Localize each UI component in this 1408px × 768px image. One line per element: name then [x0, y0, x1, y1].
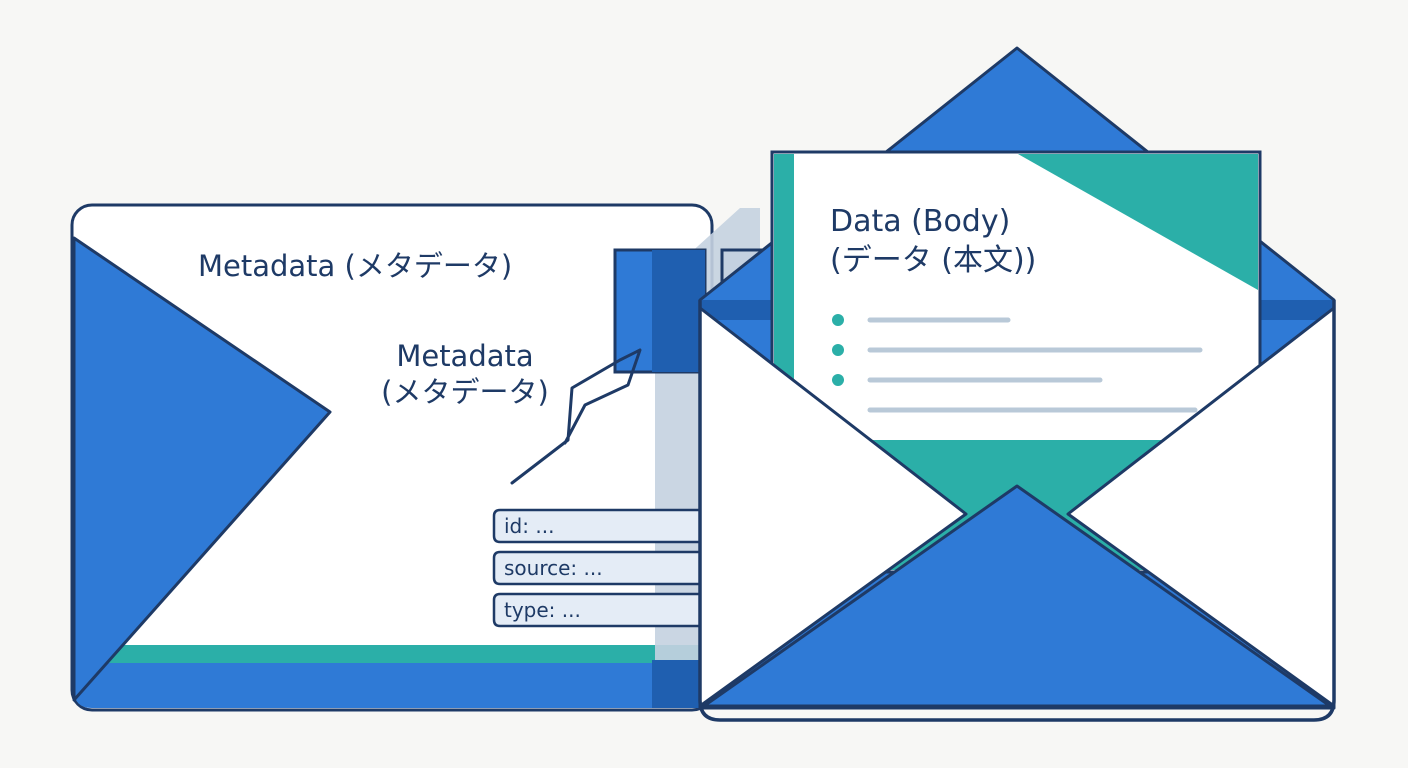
- data-envelope: [698, 46, 1336, 722]
- metadata-envelope-teal-stripe: [74, 645, 710, 663]
- field-source-text: source: ...: [504, 556, 603, 580]
- bullet-dot: [832, 344, 844, 356]
- letter-corner-accent: [1018, 154, 1258, 290]
- callout-pointer: [510, 348, 642, 485]
- metadata-tag-block-shade: [652, 250, 705, 372]
- data-body-title: Data (Body) (データ (本文)): [830, 202, 1036, 280]
- data-body-title-line2: (データ (本文)): [830, 243, 1037, 278]
- data-envelope-bottom-flap: [702, 484, 1332, 708]
- metadata-callout-line2: (メタデータ): [381, 375, 549, 410]
- field-box-id: [492, 508, 700, 544]
- metadata-title: Metadata (メタデータ): [198, 249, 513, 283]
- data-body-title-line1: Data (Body): [830, 204, 1011, 239]
- field-type-text: type: ...: [504, 598, 581, 622]
- shadow-band: [652, 660, 702, 708]
- bullet-dot: [832, 374, 844, 386]
- metadata-callout-label: Metadata (メタデータ): [330, 338, 600, 411]
- field-box-source: [492, 550, 700, 586]
- metadata-envelope-left-flap: [72, 236, 332, 702]
- data-envelope-frame: [698, 300, 1336, 722]
- field-box-type: [492, 592, 700, 628]
- bullet-dot: [832, 314, 844, 326]
- field-id-text: id: ...: [504, 514, 555, 538]
- metadata-callout-line1: Metadata: [396, 339, 534, 373]
- letter-bullet-list: [832, 314, 1203, 413]
